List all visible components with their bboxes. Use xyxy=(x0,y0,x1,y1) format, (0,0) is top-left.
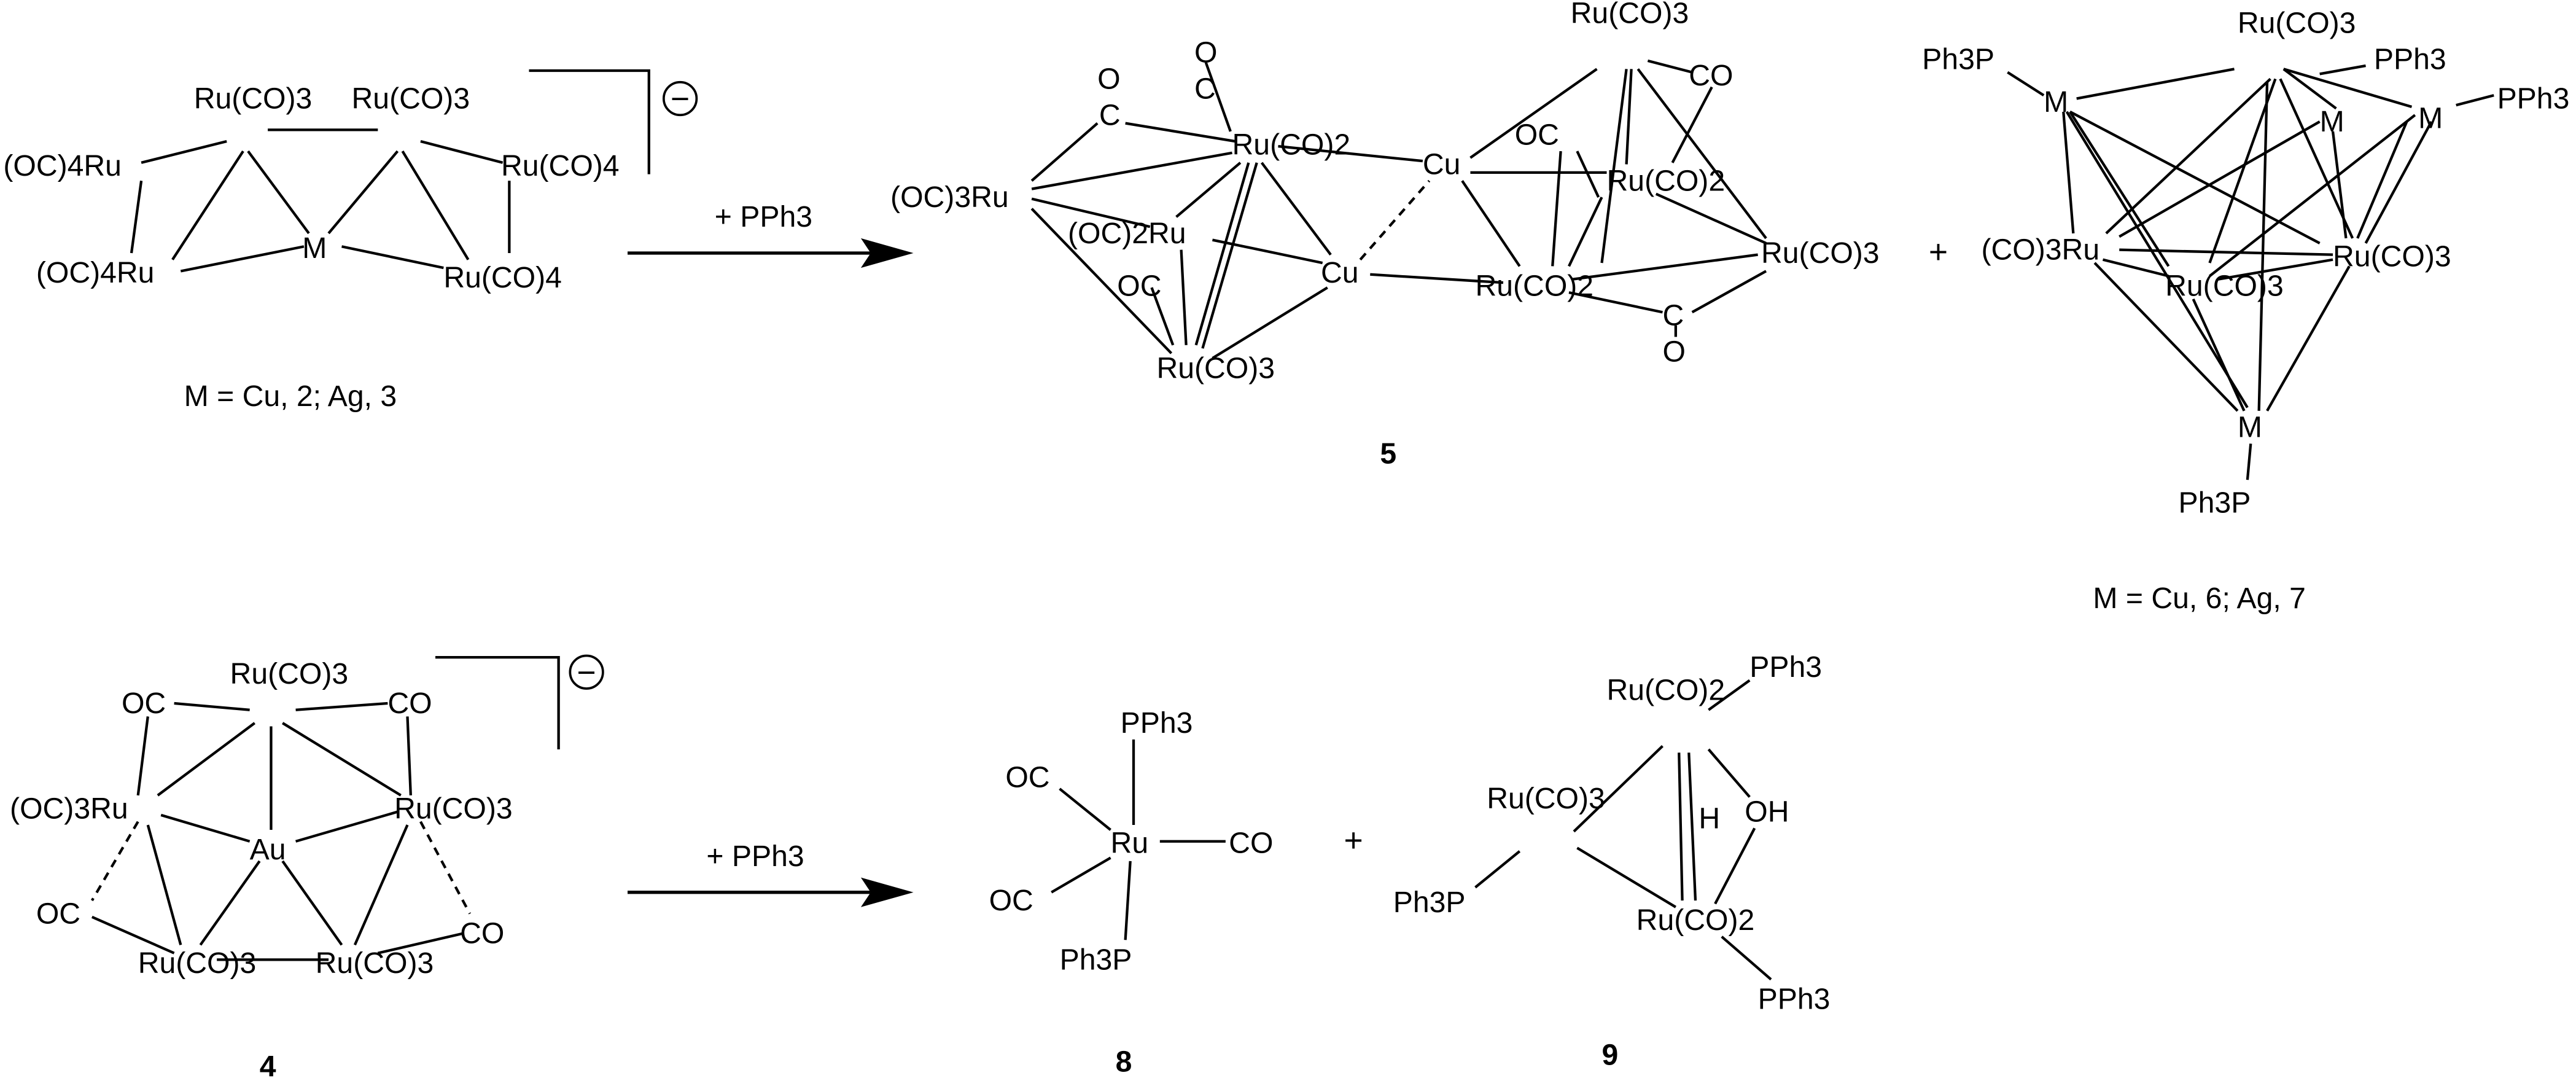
ru-co3-right: Ru(CO)3 xyxy=(2333,240,2451,273)
hydride-h: H xyxy=(1699,802,1720,835)
ru-co3-right: Ru(CO)3 xyxy=(352,82,470,115)
ru-co4-topright: Ru(CO)4 xyxy=(501,149,620,182)
compound-label-5: 5 xyxy=(1380,437,1396,470)
pph3-middle: PPh3 xyxy=(2374,42,2446,76)
ru-co3-right-top: Ru(CO)3 xyxy=(1571,0,1689,29)
ru-co3-bottomleft: Ru(CO)3 xyxy=(138,947,257,980)
ph3p-topleft: Ph3P xyxy=(1922,42,1994,76)
compound-label-4: 4 xyxy=(260,1050,276,1078)
compound-label-8: 8 xyxy=(1116,1045,1132,1078)
ru-center: Ru xyxy=(1111,826,1149,859)
negative-charge-circle xyxy=(662,80,698,117)
plus-sign-top: + xyxy=(1929,234,1948,270)
pph3-top: PPh3 xyxy=(1121,706,1193,740)
ru-oc3-left: (OC)3Ru xyxy=(890,181,1009,214)
negative-charge-sign-bottom: − xyxy=(577,655,596,691)
ru-co3-right: Ru(CO)3 xyxy=(394,792,513,825)
oc-upper: OC xyxy=(1005,760,1049,794)
ru-co3-top: Ru(CO)3 xyxy=(2238,7,2356,40)
oc-lower: OC xyxy=(989,884,1033,917)
oc-middle: OC xyxy=(1117,270,1161,303)
ru-oc3-left: (OC)3Ru xyxy=(10,792,128,825)
co-right-top: CO xyxy=(1689,59,1733,92)
ru-co2-bottom: Ru(CO)2 xyxy=(1636,904,1755,937)
ru-oc2-middle: (OC)2Ru xyxy=(1068,217,1186,250)
pph3-right: PPh3 xyxy=(2497,82,2570,115)
ru-co3-top: Ru(CO)3 xyxy=(230,657,349,690)
co-right: CO xyxy=(460,917,504,950)
reaction-arrow-bottom: + PPh3 xyxy=(627,840,914,907)
cu-upper: Cu xyxy=(1423,148,1461,181)
co-bridge-o-a: O xyxy=(1097,62,1120,95)
ru-co3-front: Ru(CO)3 xyxy=(2165,270,2284,303)
ru-co2-top: Ru(CO)2 xyxy=(1607,674,1726,707)
complex-9: Ru(CO)2 PPh3 Ru(CO)3 H OH Ph3P Ru(CO)2 P… xyxy=(1393,650,1831,1071)
ru-co3-left: (CO)3Ru xyxy=(1982,233,2100,267)
ru-co3-bottomright: Ru(CO)3 xyxy=(316,947,434,980)
ph3p-left: Ph3P xyxy=(1393,886,1466,919)
co-bridge-c-a: C xyxy=(1099,98,1121,131)
ph3p-bottom: Ph3P xyxy=(1060,943,1132,976)
ru-co2-right-mid: Ru(CO)2 xyxy=(1607,164,1726,197)
oc-right: OC xyxy=(1515,118,1559,151)
negative-charge-circle-bottom xyxy=(569,654,604,690)
complex-2-3: − Ru(CO)3 Ru(CO)3 (OC)4Ru Ru(CO)4 (OC)4R… xyxy=(3,69,698,413)
co-bridge-o-right: O xyxy=(1662,335,1685,369)
complex-8: PPh3 OC Ru CO OC Ph3P 8 xyxy=(989,706,1274,1078)
metal-m-middle: M xyxy=(2320,105,2344,138)
pph3-top: PPh3 xyxy=(1749,650,1822,684)
ru-co3-bottom: Ru(CO)3 xyxy=(1156,351,1275,385)
oc-left: OC xyxy=(36,897,80,931)
ru-co2-right-bottom: Ru(CO)2 xyxy=(1475,270,1593,303)
co-terminal-o-b: O xyxy=(1194,36,1217,69)
co-bridge-c-right: C xyxy=(1662,299,1684,332)
ru-co2-top: Ru(CO)2 xyxy=(1232,128,1351,161)
metal-m-right: M xyxy=(2418,102,2443,135)
gold-au: Au xyxy=(250,833,286,866)
reagent-bottom: + PPh3 xyxy=(706,840,804,873)
oc-topleft: OC xyxy=(122,687,166,720)
complex-5: (OC)3Ru O C O C Ru(CO)2 (OC)2Ru OC Ru(CO… xyxy=(890,0,1880,470)
metal-m: M xyxy=(302,232,327,265)
caption-6-7: M = Cu, 6; Ag, 7 xyxy=(2093,582,2306,615)
complex-4: − OC Ru(CO)3 CO (OC)3Ru Ru(CO)3 Au OC CO… xyxy=(10,654,604,1078)
ru-oc4-topleft: (OC)4Ru xyxy=(3,149,122,182)
complex-6-7: Ph3P M Ru(CO)3 PPh3 M M PPh3 (CO)3Ru Ru(… xyxy=(1922,7,2569,615)
cu-lower: Cu xyxy=(1321,256,1359,289)
hydroxo-oh: OH xyxy=(1745,795,1789,829)
co-terminal-c-b: C xyxy=(1194,72,1216,106)
negative-charge-sign: − xyxy=(671,81,690,117)
caption-2-3: M = Cu, 2; Ag, 3 xyxy=(184,380,397,413)
reagent-top: + PPh3 xyxy=(715,200,812,233)
ru-oc4-bottomleft: (OC)4Ru xyxy=(36,256,155,289)
plus-sign-bottom: + xyxy=(1344,822,1363,859)
metal-m-bottom: M xyxy=(2238,411,2262,444)
pph3-bottom: PPh3 xyxy=(1758,983,1831,1016)
co-topright: CO xyxy=(387,687,432,720)
ru-co3-left: Ru(CO)3 xyxy=(1487,782,1605,815)
ru-co4-bottomright: Ru(CO)4 xyxy=(443,261,562,294)
ru-co3-right-far: Ru(CO)3 xyxy=(1761,236,1880,270)
reaction-arrow-top: + PPh3 xyxy=(627,200,914,268)
metal-m-topleft: M xyxy=(2044,85,2068,119)
compound-label-9: 9 xyxy=(1601,1039,1618,1072)
ph3p-bottom: Ph3P xyxy=(2179,486,2251,520)
ru-co3-left: Ru(CO)3 xyxy=(194,82,313,115)
co-right: CO xyxy=(1229,826,1273,859)
